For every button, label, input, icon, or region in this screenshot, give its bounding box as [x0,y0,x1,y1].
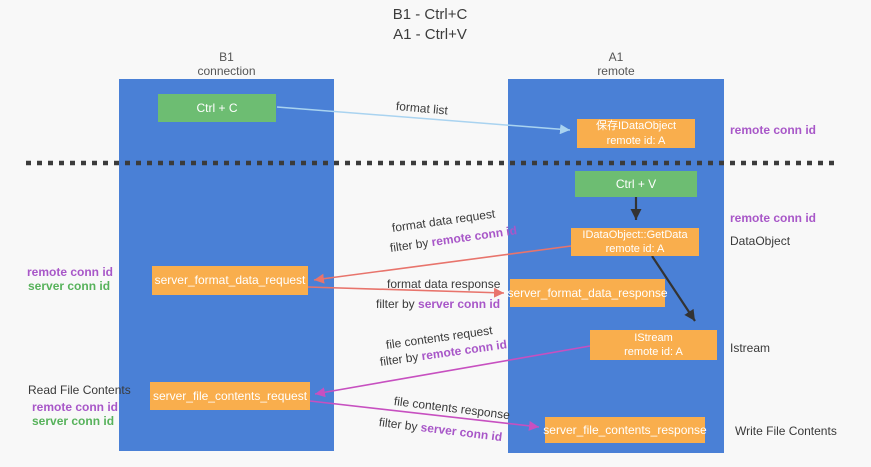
server-file-contents-request-label: server_file_contents_request [152,388,308,403]
annotation-remote-conn-id-left: remote conn id [27,265,114,279]
node-ctrl-c: Ctrl + C [158,94,276,122]
node-istream: IStream remote id: A [590,330,717,360]
ctrl-v-label: Ctrl + V [615,176,657,191]
lane-b1-name: B1 [219,50,234,64]
label-format-data-response: format data response [387,277,501,291]
filter-by-text: filter by [379,349,423,369]
server-file-contents-response-label: server_file_contents_response [543,422,707,437]
save-idataobject-line2: remote id: A [606,134,666,147]
label-filter-server-2: filter by server conn id [378,415,503,444]
ctrl-c-label: Ctrl + C [196,100,238,115]
annotation-istream: Istream [730,341,771,355]
title-line-1: B1 - Ctrl+C [392,6,468,23]
annotation-remote-conn-id-bottom: remote conn id [32,400,119,414]
lane-header-a1: A1 remote [508,50,724,78]
node-server-format-data-request: server_format_data_request [152,266,308,295]
annotation-write-file-contents: Write File Contents [735,424,837,438]
save-idataobject-line1: 保存IDataObject [595,120,677,133]
annotation-read-file-contents: Read File Contents [28,383,131,397]
node-server-format-data-response: server_format_data_response [507,279,668,307]
server-format-data-request-label: server_format_data_request [154,273,306,287]
filter-by-text: filter by [378,415,422,435]
node-save-idataobject: 保存IDataObject remote id: A [577,119,695,148]
filter-by-text: filter by [389,235,433,255]
diagram-title: B1 - Ctrl+C A1 - Ctrl+V [330,5,530,46]
node-server-file-contents-response: server_file_contents_response [543,417,707,443]
node-server-file-contents-request: server_file_contents_request [150,382,310,410]
label-filter-server-1: filter by server conn id [376,297,500,311]
server-conn-id-text: server conn id [419,420,503,445]
title-line-2: A1 - Ctrl+V [393,26,467,44]
getdata-line1: IDataObject::GetData [582,228,688,241]
node-idataobject-getdata: IDataObject::GetData remote id: A [571,228,699,256]
getdata-line2: remote id: A [605,243,665,255]
lane-a1-sub: remote [597,64,635,79]
annotation-remote-conn-id-top: remote conn id [730,123,817,137]
lane-header-b1: B1 connection [119,50,334,78]
server-conn-id-text: server conn id [418,297,501,311]
annotation-server-conn-id-bottom: server conn id [32,414,115,428]
istream-line1: IStream [634,331,673,344]
lane-b1-sub: connection [197,64,256,79]
lane-a1-name: A1 [608,50,624,64]
filter-by-text: filter by [376,297,419,311]
server-format-data-response-label: server_format_data_response [507,285,668,300]
annotation-dataobject: DataObject [730,234,791,248]
istream-line2: remote id: A [624,346,683,358]
node-ctrl-v: Ctrl + V [575,171,697,197]
annotation-remote-conn-id-mid: remote conn id [730,211,817,225]
label-format-list: format list [395,99,449,118]
annotation-server-conn-id-left: server conn id [28,279,111,293]
